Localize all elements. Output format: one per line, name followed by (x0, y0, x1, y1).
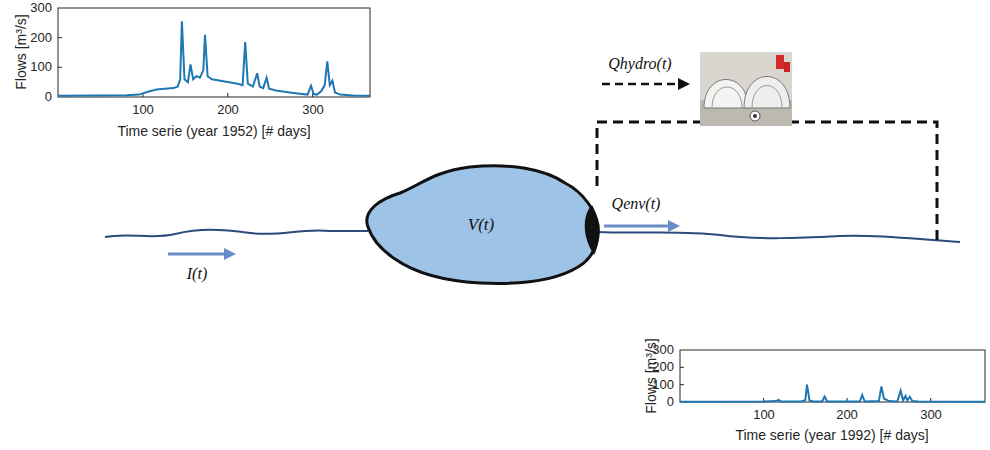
tick-label: 200 (652, 360, 674, 374)
diversion-pipe (597, 122, 937, 240)
river-upstream (105, 230, 368, 237)
inflow-arrow (168, 248, 236, 260)
tick-label: 300 (652, 343, 674, 357)
tick-label: 300 (920, 408, 942, 422)
turbine-photo (700, 52, 792, 126)
top-chart-axes (58, 8, 370, 97)
axis-label: Flows [m³/s] (14, 14, 29, 89)
axis-label: Time serie (year 1952) [# days] (117, 124, 310, 139)
bottom-chart-axes (680, 350, 985, 402)
tick-label: 100 (652, 378, 674, 392)
tick-label: 100 (30, 60, 52, 74)
tick-label: 200 (217, 103, 239, 117)
flow-label: I(t) (187, 265, 207, 283)
flow-label: Qhydro(t) (608, 55, 671, 73)
tick-label: 200 (836, 408, 858, 422)
flow-series-1992 (680, 385, 985, 402)
river-downstream (598, 232, 960, 242)
flow-label: Qenv(t) (612, 195, 661, 213)
tick-label: 100 (753, 408, 775, 422)
tick-label: 0 (45, 90, 52, 104)
volume-label: V(t) (468, 215, 494, 235)
tick-label: 200 (30, 31, 52, 45)
reservoir: V(t) (360, 163, 602, 287)
tick-label: 100 (132, 103, 154, 117)
env-flow-arrow (604, 220, 680, 232)
tick-label: 300 (30, 1, 52, 15)
tick-label: 300 (302, 103, 324, 117)
flow-series-1952 (58, 21, 370, 96)
tick-label: 0 (667, 395, 674, 409)
axis-label: Time serie (year 1992) [# days] (735, 428, 928, 443)
hydro-flow-arrow (602, 78, 690, 90)
